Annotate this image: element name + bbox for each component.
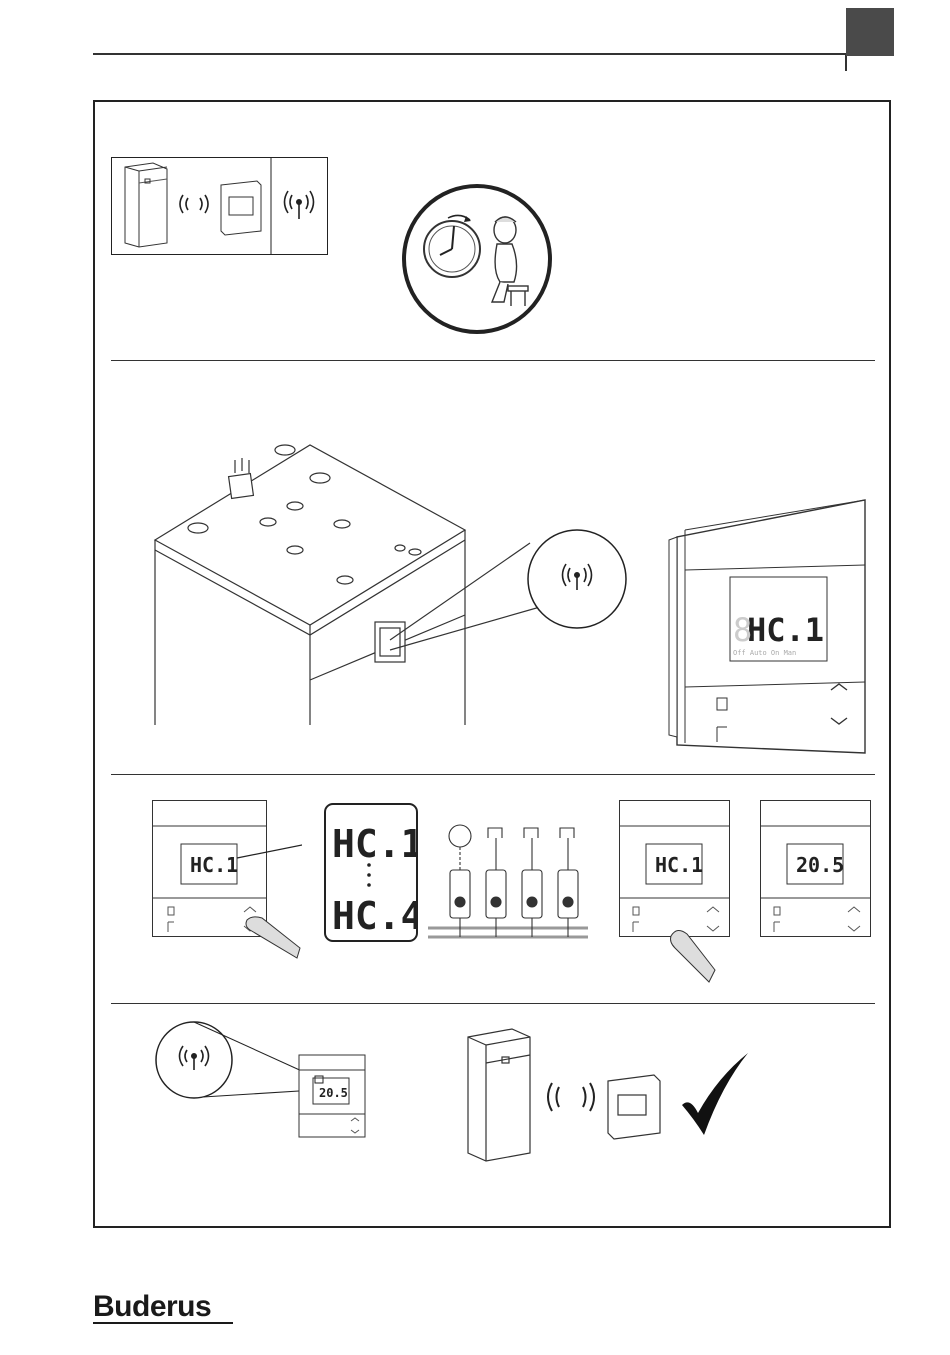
svg-text:20.5: 20.5 bbox=[319, 1086, 348, 1100]
brand-logo: Buderus bbox=[93, 1290, 211, 1324]
brand-logo-underline bbox=[93, 1322, 233, 1324]
finger-press-icon bbox=[671, 930, 716, 982]
svg-text:HC.1: HC.1 bbox=[655, 853, 703, 877]
svg-text:HC.1: HC.1 bbox=[332, 822, 418, 866]
large-display-text: HC.1 bbox=[747, 611, 824, 649]
heat-pump-icon bbox=[125, 163, 167, 247]
finger-press-icon bbox=[246, 917, 300, 958]
svg-text:20.5: 20.5 bbox=[796, 853, 844, 877]
wait-illustration bbox=[400, 182, 554, 336]
pairing-success bbox=[460, 1025, 760, 1165]
step-divider-3 bbox=[111, 1003, 875, 1004]
radio-signal-icon bbox=[285, 191, 314, 219]
heat-pump-icon bbox=[468, 1029, 530, 1161]
room-controller-icon bbox=[221, 181, 261, 235]
svg-text:8: 8 bbox=[733, 611, 752, 649]
svg-text:HC.1: HC.1 bbox=[190, 853, 238, 877]
antenna-confirm-zoom: 20.5 bbox=[155, 1020, 370, 1140]
checkmark-icon bbox=[682, 1053, 748, 1135]
svg-text:Off Auto On Man: Off Auto On Man bbox=[733, 649, 796, 657]
controller-step-3: 20.5 bbox=[760, 800, 872, 940]
radio-signal-icon bbox=[180, 195, 208, 213]
controller-step-1: HC.1 bbox=[152, 800, 302, 960]
step-divider-1 bbox=[111, 360, 875, 361]
pairing-overview-panel bbox=[111, 157, 328, 255]
heating-circuits-schematic bbox=[428, 820, 588, 945]
radio-signal-icon bbox=[548, 1083, 594, 1111]
chapter-tab bbox=[846, 8, 894, 56]
header-rule bbox=[93, 53, 845, 55]
svg-text:HC.4: HC.4 bbox=[332, 894, 418, 938]
antenna-zoom bbox=[526, 528, 628, 630]
controller-step-2: HC.1 bbox=[619, 800, 734, 985]
step-divider-2 bbox=[111, 774, 875, 775]
hc-range-zoom: HC.1 HC.4 bbox=[324, 803, 418, 943]
room-controller-large: HC.1 8 Off Auto On Man bbox=[665, 495, 875, 757]
room-controller-icon bbox=[608, 1075, 660, 1139]
